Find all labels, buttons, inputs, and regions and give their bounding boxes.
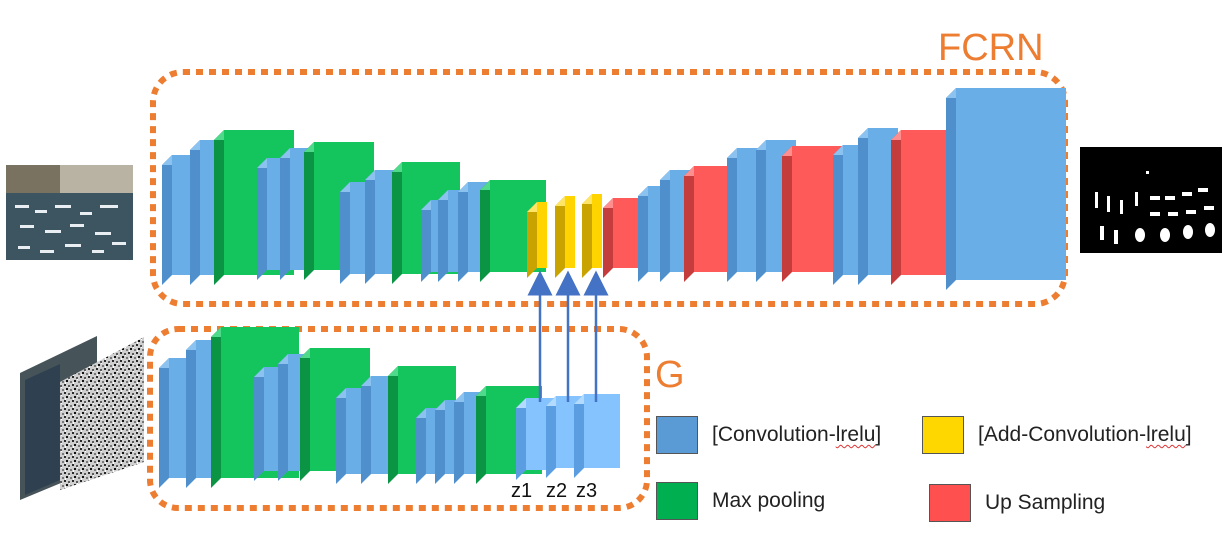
z2-label: z2 <box>546 480 567 502</box>
conv-block <box>946 88 1066 290</box>
output-segmentation-mask <box>1080 147 1222 253</box>
legend-add-conv-label: [Add-Convolution-lrelu] <box>978 423 1192 446</box>
layer-blocks <box>159 88 1066 488</box>
pool-block <box>300 348 370 481</box>
z1-label: z1 <box>511 480 532 502</box>
add-conv-block <box>527 202 547 278</box>
legend-conv-label: [Convolution-lrelu] <box>712 423 882 446</box>
add-conv-block <box>555 196 575 278</box>
input-stack-g <box>20 336 144 500</box>
add-conv-block <box>582 194 602 278</box>
conv-block <box>159 358 191 488</box>
legend-up-sampling-label: Up Sampling <box>985 491 1106 514</box>
legend-max-pooling-label: Max pooling <box>712 489 826 512</box>
legend-conv-swatch <box>656 416 698 454</box>
legend-up-sampling-swatch <box>929 484 971 522</box>
legend-add-conv-swatch <box>922 416 964 454</box>
legend-max-pooling: Max pooling <box>656 482 825 520</box>
g-dashed-boundary <box>147 326 650 511</box>
input-aerial-image <box>6 165 133 260</box>
z3-label: z3 <box>576 480 597 502</box>
legend-up-sampling: Up Sampling <box>929 484 1105 522</box>
legend-add-conv: [Add-Convolution-lrelu] <box>922 416 1192 454</box>
latent-arrows <box>527 270 609 402</box>
latent-z3-block <box>574 394 620 478</box>
upsample-block <box>603 198 641 278</box>
conv-block <box>727 148 761 282</box>
fcrn-label: FCRN <box>938 27 1044 69</box>
legend-conv: [Convolution-lrelu] <box>656 416 881 454</box>
g-label: G <box>655 354 685 396</box>
legend-max-pooling-swatch <box>656 482 698 520</box>
